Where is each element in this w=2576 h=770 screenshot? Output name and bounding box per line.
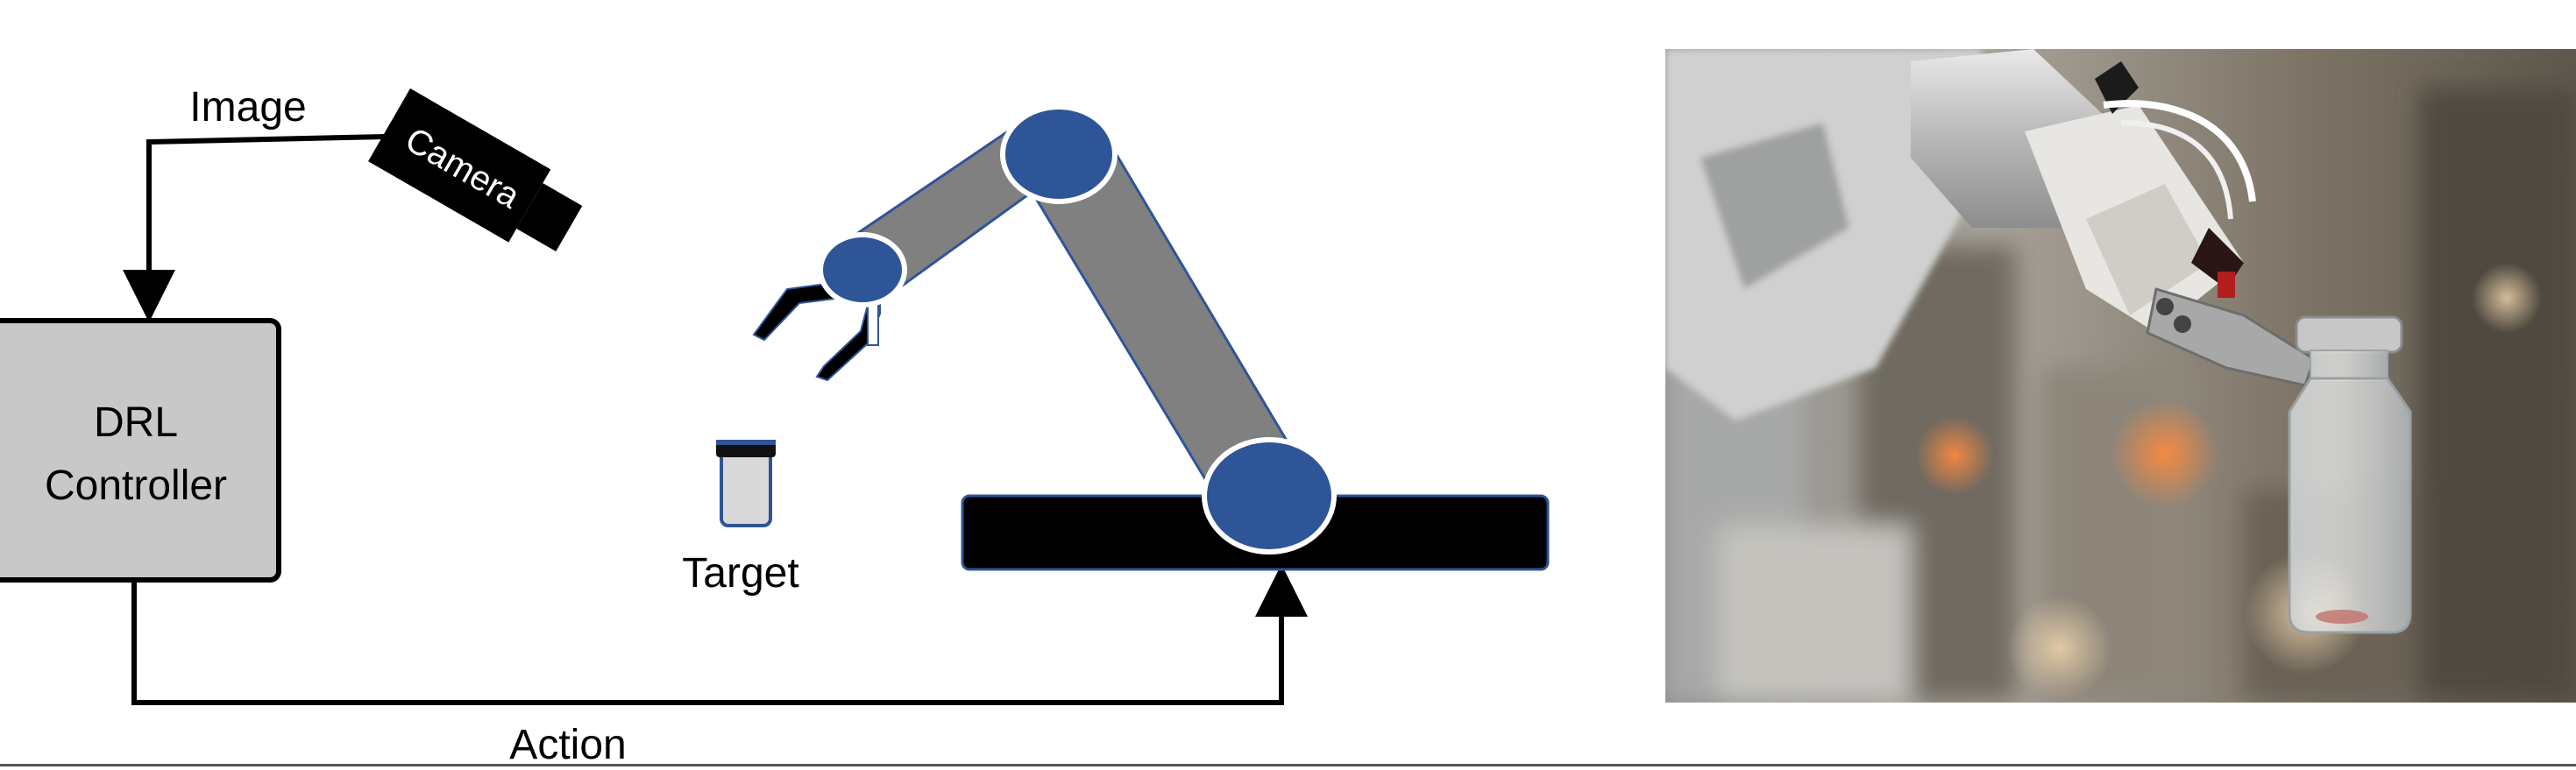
joint-wrist xyxy=(818,232,907,307)
joint-base xyxy=(1202,437,1337,555)
robot-gripper-holding-vial-photo xyxy=(1665,49,2576,703)
robot-arm-icon xyxy=(752,104,1550,571)
action-arrow xyxy=(131,564,1308,705)
drl-controller-box: DRL Controller xyxy=(0,318,281,583)
target-vial-icon xyxy=(716,440,776,527)
controller-label-line2: Controller xyxy=(45,463,227,509)
target-label: Target xyxy=(682,550,798,597)
action-label: Action xyxy=(509,722,626,768)
camera-icon: Camera xyxy=(368,88,583,251)
image-feedback-arrow xyxy=(123,134,387,322)
controller-label-line1: DRL xyxy=(94,399,178,446)
joint-elbow xyxy=(1000,104,1118,204)
image-label: Image xyxy=(189,84,306,131)
bottom-divider xyxy=(0,764,2576,766)
